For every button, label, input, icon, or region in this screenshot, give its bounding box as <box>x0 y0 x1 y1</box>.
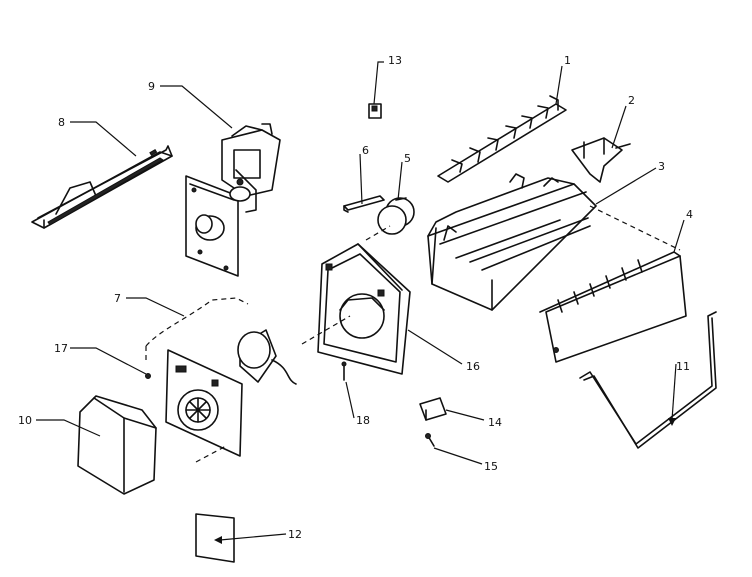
callout-15: 15 <box>484 460 498 473</box>
callout-7: 7 <box>114 292 121 305</box>
part-8-bracket <box>31 145 173 229</box>
part-10-cover <box>77 395 157 495</box>
part-6-bar <box>343 195 385 213</box>
part-7-wire <box>145 297 249 362</box>
callout-18: 18 <box>356 414 370 427</box>
callout-1: 1 <box>564 54 571 67</box>
part-14-bracket <box>419 397 447 421</box>
part-16-housing <box>317 243 411 375</box>
callout-10: 10 <box>18 414 32 427</box>
part-11-shutoff-arm <box>579 311 717 449</box>
part-18-screw <box>341 361 347 381</box>
callout-16: 16 <box>466 360 480 373</box>
part-17-screw <box>145 373 151 379</box>
part-9-water-valve <box>185 123 281 277</box>
callout-12: 12 <box>288 528 302 541</box>
callout-5: 5 <box>404 152 411 165</box>
part-motor <box>237 329 297 385</box>
part-13-clip <box>368 103 382 119</box>
part-module-plate <box>165 349 243 457</box>
callout-17: 17 <box>54 342 68 355</box>
alignment-lines <box>195 205 681 463</box>
callout-13: 13 <box>388 54 402 67</box>
callout-11: 11 <box>676 360 690 373</box>
callout-3: 3 <box>658 160 665 173</box>
part-1-ejector <box>437 95 567 183</box>
callouts: 1 2 3 4 5 6 7 8 9 10 11 12 <box>18 54 693 544</box>
part-15-screw <box>425 433 435 447</box>
callout-9: 9 <box>148 80 155 93</box>
part-2-bearing <box>571 137 631 183</box>
part-5-gear <box>377 197 415 235</box>
callout-8: 8 <box>58 116 65 129</box>
part-4-stripper <box>539 251 687 363</box>
callout-4: 4 <box>686 208 693 221</box>
callout-14: 14 <box>488 416 502 429</box>
callout-6: 6 <box>362 144 369 157</box>
part-3-mold <box>427 173 597 311</box>
callout-2: 2 <box>628 94 635 107</box>
part-12-plate <box>195 513 235 563</box>
